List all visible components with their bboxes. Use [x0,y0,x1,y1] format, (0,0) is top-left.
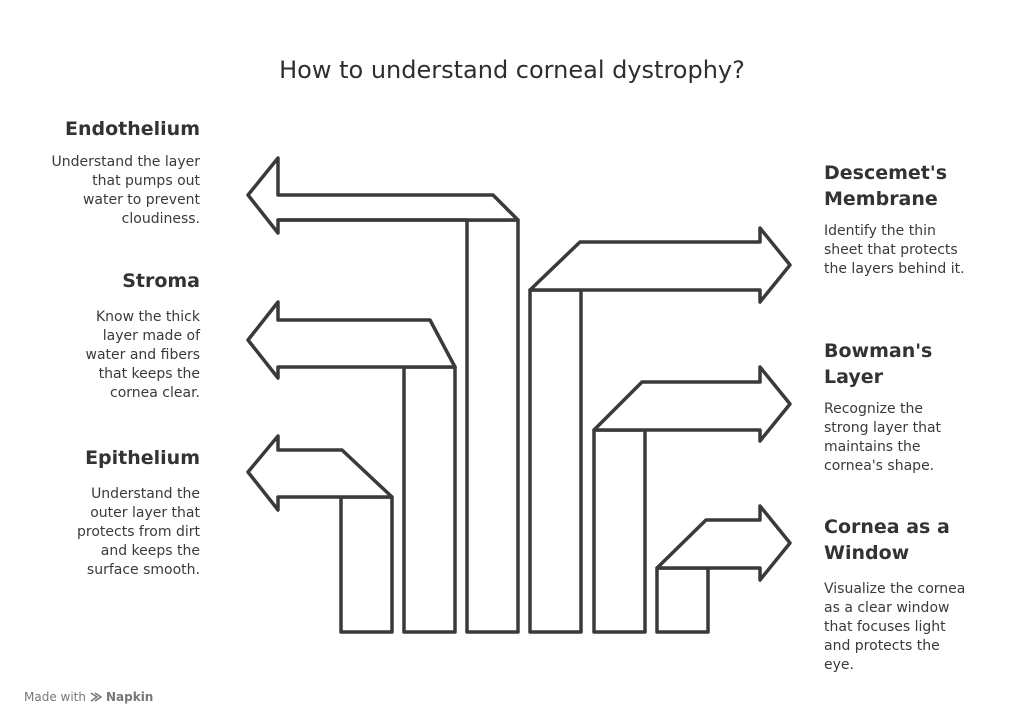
heading-bowmans-layer: Bowman's Layer [824,340,933,388]
stroma-arrow [246,300,457,634]
footer-brand[interactable]: Napkin [105,690,154,704]
footer-made-with: Made with [24,690,86,704]
heading-stroma: Stroma [122,270,200,292]
desc-stroma: Know the thick layer made of water and f… [85,309,201,401]
descemets-membrane-arrow [528,226,792,634]
cornea-window-arrow [655,504,792,634]
epithelium-arrow [246,434,394,634]
page-title: How to understand corneal dystrophy? [279,56,745,84]
heading-epithelium: Epithelium [85,447,200,469]
footer: Made with Napkin [24,690,153,704]
heading-cornea-window: Cornea as a Window [824,516,950,564]
desc-bowmans-layer: Recognize the strong layer that maintain… [824,401,942,474]
desc-descemets-membrane: Identify the thin sheet that protects th… [824,223,965,277]
desc-cornea-window: Visualize the cornea as a clear window t… [824,581,966,673]
bowmans-layer-arrow [592,365,792,634]
endothelium-arrow [246,156,520,634]
desc-epithelium: Understand the outer layer that protects… [77,486,200,578]
heading-endothelium: Endothelium [64,118,200,140]
heading-descemets-membrane: Descemet's Membrane [824,162,948,210]
desc-endothelium: Understand the layer that pumps out wate… [51,154,201,227]
napkin-logo-icon [90,691,103,703]
